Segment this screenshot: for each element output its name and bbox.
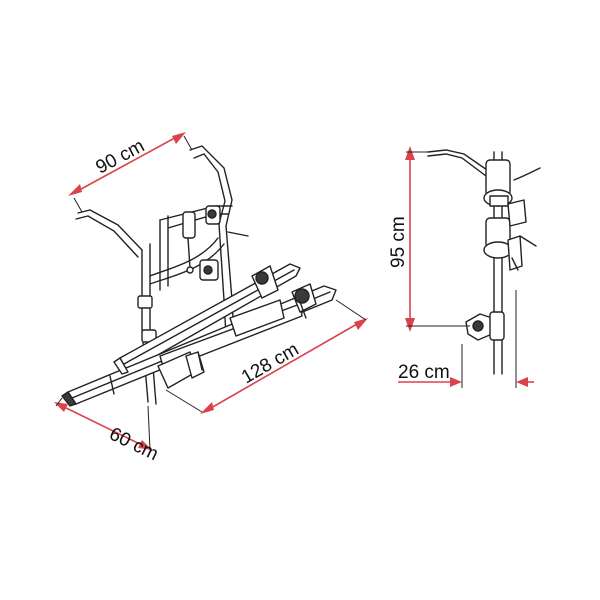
dimension-90cm: 90 cm — [68, 132, 193, 213]
dimension-60cm: 60 cm — [54, 397, 162, 466]
dimension-95cm: 95 cm — [388, 146, 470, 332]
dimension-label-60cm: 60 cm — [106, 424, 162, 466]
dimension-label-128cm: 128 cm — [238, 339, 302, 388]
side-view: 95 cm 26 cm — [388, 146, 541, 388]
perspective-view: 90 cm 128 cm 60 cm — [54, 132, 368, 465]
dimension-label-95cm: 95 cm — [388, 216, 409, 268]
dimension-label-26cm: 26 cm — [398, 362, 450, 383]
bike-rails — [61, 263, 337, 407]
dimension-26cm: 26 cm — [398, 290, 534, 388]
dimension-label-90cm: 90 cm — [92, 136, 148, 179]
side-view-rack — [427, 149, 541, 375]
